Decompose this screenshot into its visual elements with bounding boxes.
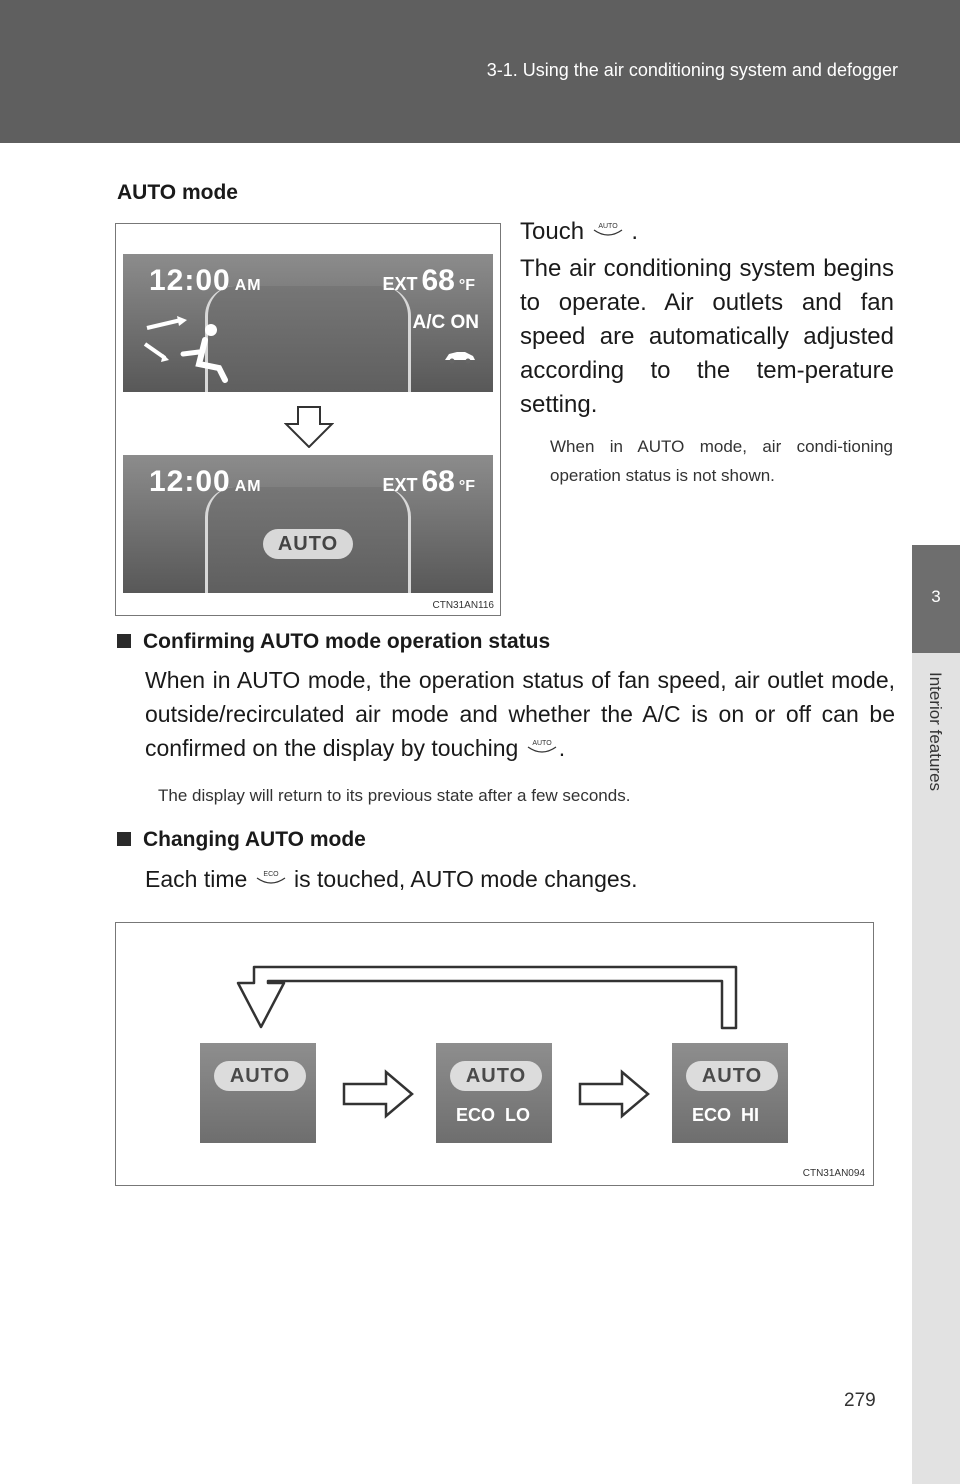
cycle-arrow-icon <box>236 965 738 1119</box>
changing-description: Each time ECO is touched, AUTO mode chan… <box>145 866 638 892</box>
chapter-tab: 3 <box>912 545 960 653</box>
figure-code: CTN31AN116 <box>432 600 494 611</box>
confirming-description: When in AUTO mode, the operation status … <box>145 667 895 761</box>
seat-airflow-icon <box>141 314 237 392</box>
bullet-square-icon <box>117 832 131 846</box>
auto-mode-tile: AUTO <box>200 1043 316 1143</box>
figure-auto-mode-cycle: AUTO AUTO ECO LO AUTO ECO HI CTN31AN094 <box>115 922 874 1186</box>
svg-text:AUTO: AUTO <box>532 740 552 747</box>
ac-status: A/C ON <box>412 312 480 333</box>
section-title: 3-1. Using the air conditioning system a… <box>486 60 898 80</box>
bullet-square-icon <box>117 634 131 648</box>
svg-text:ECO: ECO <box>263 871 279 878</box>
eco-button-icon: ECO <box>256 871 286 884</box>
auto-button-icon: AUTO <box>593 223 623 236</box>
chapter-label-text: Interior features <box>926 672 945 792</box>
auto-mode-note: When in AUTO mode, air condi-tioning ope… <box>550 437 893 485</box>
confirming-note: The display will return to its previous … <box>158 786 631 805</box>
auto-mode-description: The air conditioning system begins to op… <box>520 255 894 418</box>
chapter-label: Interior features <box>912 672 960 832</box>
confirming-heading: Confirming AUTO mode operation status <box>117 630 550 654</box>
chapter-number: 3 <box>931 587 941 606</box>
page-header: 3-1. Using the air conditioning system a… <box>0 0 960 143</box>
auto-mode-badge: AUTO <box>263 529 353 559</box>
figure-code: CTN31AN094 <box>802 1168 865 1179</box>
down-arrow-icon <box>284 406 334 448</box>
svg-text:AUTO: AUTO <box>598 223 618 230</box>
chapter-strip <box>912 653 960 1484</box>
car-recirculation-icon <box>443 346 477 369</box>
auto-button-icon: AUTO <box>527 740 557 753</box>
changing-heading: Changing AUTO mode <box>117 828 366 852</box>
page-number: 279 <box>844 1390 876 1411</box>
auto-mode-heading: AUTO mode <box>117 181 238 204</box>
auto-eco-hi-tile: AUTO ECO HI <box>672 1043 788 1143</box>
auto-eco-lo-tile: AUTO ECO LO <box>436 1043 552 1143</box>
touch-instruction: Touch AUTO . <box>520 218 639 245</box>
